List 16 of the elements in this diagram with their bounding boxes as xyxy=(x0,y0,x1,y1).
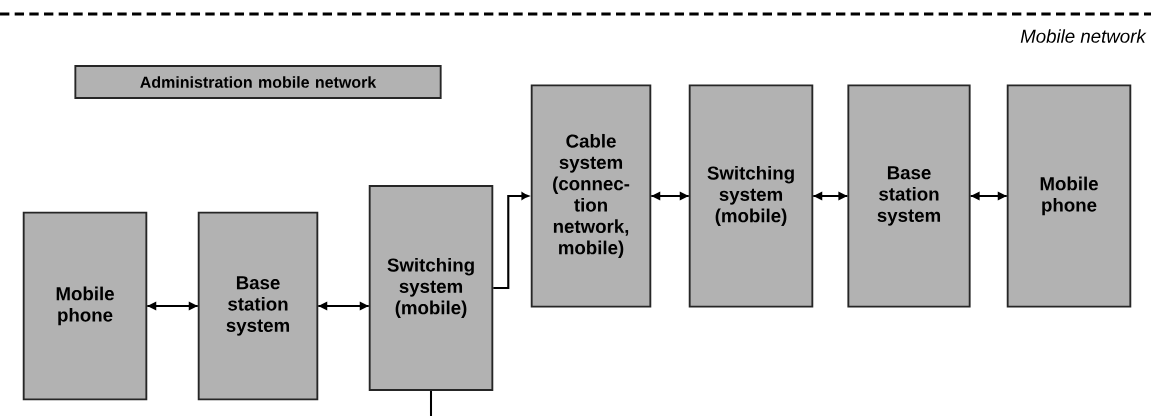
title-box: Administration mobile network xyxy=(74,65,442,99)
process-box: Mobile phone xyxy=(1006,84,1132,308)
process-box: Switching system (mobile) xyxy=(368,185,494,391)
section-label: Mobile network xyxy=(1020,29,1147,43)
process-box: Base station system xyxy=(847,84,971,308)
connector-line xyxy=(429,390,433,416)
arrow xyxy=(970,191,1007,201)
process-box: Cable system (connec- tion network, mobile) xyxy=(530,84,652,308)
process-box: Mobile phone xyxy=(22,211,148,401)
process-box: Base station system xyxy=(197,211,319,401)
arrow xyxy=(147,301,198,311)
arrow xyxy=(651,191,689,201)
process-box: Switching system (mobile) xyxy=(688,84,814,308)
arrow xyxy=(318,301,369,311)
arrow xyxy=(493,192,529,290)
arrow xyxy=(813,191,848,201)
